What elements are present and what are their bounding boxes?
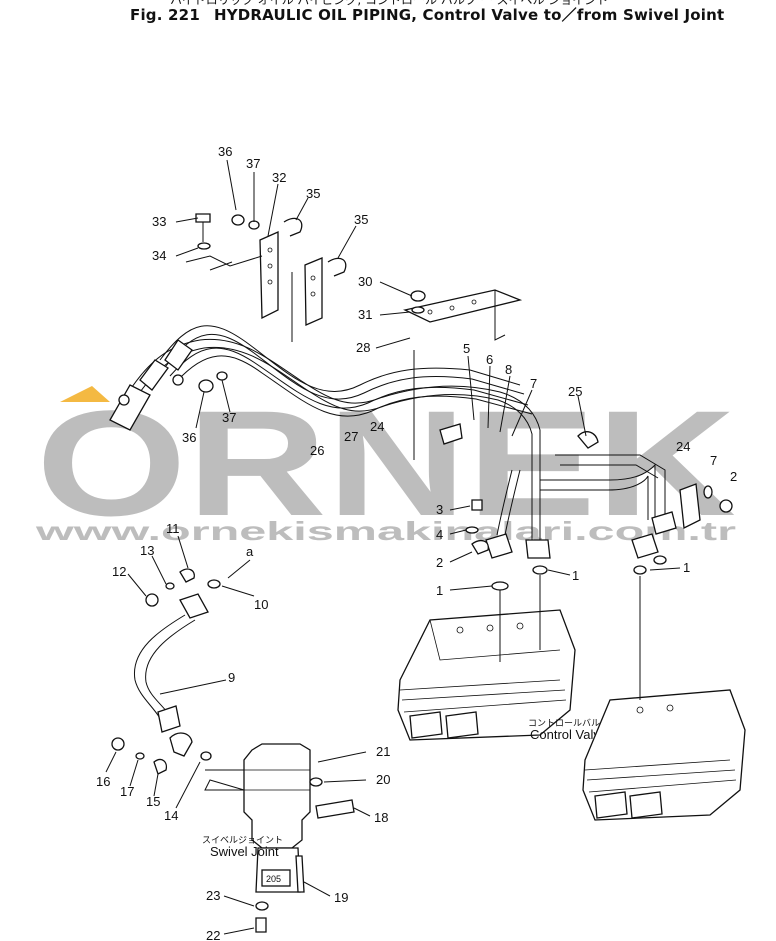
part-label-24-right: 24	[676, 439, 690, 454]
part-label-19: 19	[334, 890, 348, 905]
part-label-36: 36	[218, 144, 232, 159]
part-label-22: 22	[206, 928, 220, 941]
pipe-bundle	[129, 325, 666, 545]
control-valve-left: コントロールバルブ Control Valve	[397, 609, 609, 742]
swivel-label: Swivel Joint	[210, 844, 279, 859]
part-label-37: 37	[246, 156, 260, 171]
figure-title-japanese: ハイドロリック オイル パイピング, コントロール バルブ ー スイベル ジョイ…	[170, 0, 609, 7]
part-label-25: 25	[568, 384, 582, 399]
swivel-joint: 205 スイベルジョイント Swivel Joint	[202, 743, 357, 933]
left-flange-fittings	[109, 339, 193, 431]
part-label-34: 34	[152, 248, 166, 263]
part-label-10: 10	[254, 597, 268, 612]
swivel-label-jp: スイベルジョイント	[202, 835, 283, 845]
part-label-35: 35	[306, 186, 320, 201]
part-label-2: 2	[436, 555, 443, 570]
part-label-12: 12	[112, 564, 126, 579]
figure-number: Fig. 221	[130, 6, 200, 24]
part-label-20: 20	[376, 772, 390, 787]
figure-title: Fig. 221 HYDRAULIC OIL PIPING, Control Va…	[130, 4, 770, 25]
part-label-11: 11	[166, 521, 180, 536]
part-label-1-right: 1	[683, 560, 690, 575]
part-label-7-right: 7	[710, 453, 717, 468]
control-valve-right	[582, 689, 746, 821]
part-label-31: 31	[358, 307, 372, 322]
part-label-36-lower: 36	[182, 430, 196, 445]
part-label-24: 24	[370, 419, 384, 434]
control-valve-label: Control Valve	[530, 727, 607, 742]
part-label-5: 5	[463, 341, 470, 356]
part-label-16: 16	[96, 774, 110, 789]
part-label-37-lower: 37	[222, 410, 236, 425]
part-label-28: 28	[356, 340, 370, 355]
part-label-14: 14	[164, 808, 178, 823]
valve-flanges	[465, 499, 677, 591]
part-labels: 36 37 32 35 33 35 34 30 31 28 5 6 8 7 25…	[96, 144, 737, 941]
part-label-6: 6	[486, 352, 493, 367]
figure-title-text: HYDRAULIC OIL PIPING, Control Valve to／f…	[213, 6, 725, 24]
part-label-1-middle: 1	[572, 568, 579, 583]
part-label-33: 33	[152, 214, 166, 229]
part-label-2-right: 2	[730, 469, 737, 484]
watermark-accent-mark	[60, 386, 110, 402]
part-label-26: 26	[310, 443, 324, 458]
part-label-7: 7	[530, 376, 537, 391]
watermark-url: www.ornekismakinalari.com.tr	[34, 516, 736, 546]
part-label-18: 18	[374, 810, 388, 825]
part-label-30: 30	[358, 274, 372, 289]
control-valve-label-jp: コントロールバルブ	[528, 717, 609, 728]
reference-letter-a: a	[246, 544, 254, 559]
part-label-1-left: 1	[436, 583, 443, 598]
swivel-mark: 205	[266, 874, 281, 884]
part-label-4: 4	[436, 527, 443, 542]
part-label-15: 15	[146, 794, 160, 809]
pipe-clamps	[185, 213, 733, 530]
watermark-logo: ORNEK	[36, 379, 736, 547]
part-label-13: 13	[140, 543, 154, 558]
part-label-35-lower: 35	[354, 212, 368, 227]
part-label-21: 21	[376, 744, 390, 759]
part-label-27: 27	[344, 429, 358, 444]
part-label-17: 17	[120, 784, 134, 799]
part-label-9: 9	[228, 670, 235, 685]
part-label-23: 23	[206, 888, 220, 903]
part-label-3: 3	[436, 502, 443, 517]
part-label-8: 8	[505, 362, 512, 377]
leader-lines	[105, 159, 681, 935]
hose-assembly	[111, 568, 221, 775]
watermark: ORNEK www.ornekismakinalari.com.tr	[34, 379, 736, 547]
part-label-32: 32	[272, 170, 286, 185]
